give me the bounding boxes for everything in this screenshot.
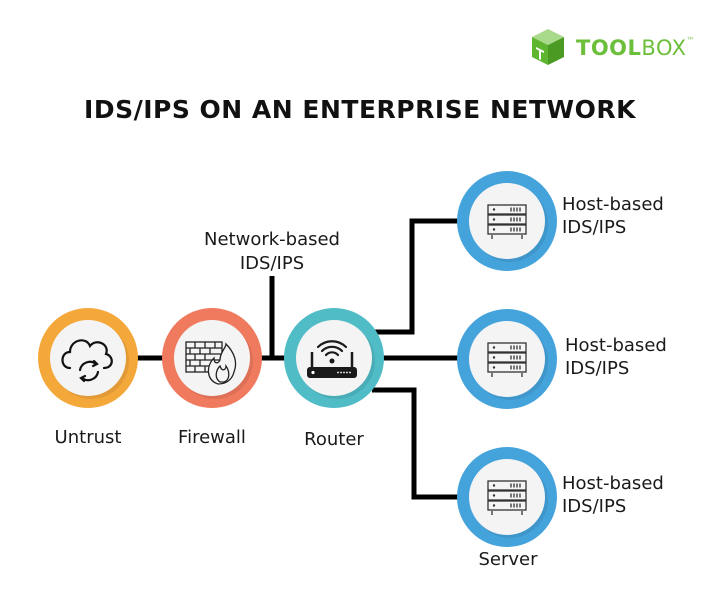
- label-host-3: Host-based IDS/IPS: [562, 472, 664, 518]
- server-rack-icon: [487, 204, 527, 239]
- host-2-line2: IDS/IPS: [565, 358, 630, 379]
- label-untrust: Untrust: [54, 427, 122, 448]
- node-untrust: [38, 308, 138, 408]
- label-host-2: Host-based IDS/IPS: [565, 334, 667, 380]
- brand-trademark: ™: [686, 36, 696, 45]
- host-3-line2: IDS/IPS: [562, 496, 627, 517]
- host-1-line2: IDS/IPS: [562, 217, 627, 238]
- label-router: Router: [304, 429, 364, 450]
- host-3-line1: Host-based: [562, 473, 664, 494]
- label-firewall: Firewall: [178, 427, 246, 448]
- server-rack-icon: [487, 342, 527, 377]
- node-router: [284, 308, 384, 408]
- node-firewall: [162, 308, 262, 408]
- firewall-icon: [185, 341, 237, 385]
- node-host-1: [457, 171, 557, 271]
- link-router-host3: [372, 387, 470, 500]
- page-title: IDS/IPS ON AN ENTERPRISE NETWORK: [84, 95, 636, 124]
- label-host-1: Host-based IDS/IPS: [562, 193, 664, 239]
- label-network-ids: Network-based IDS/IPS: [182, 228, 362, 276]
- node-host-2: [457, 309, 557, 409]
- node-host-3: [457, 447, 557, 547]
- wifi-router-icon: [307, 340, 357, 378]
- brand-name-light: BOX: [641, 36, 687, 60]
- cloud-sync-icon: [61, 339, 113, 383]
- toolbox-logo-icon: [528, 27, 568, 71]
- network-ids-line2: IDS/IPS: [239, 253, 305, 274]
- brand-name: TOOLBOX™: [576, 36, 695, 60]
- brand-name-bold: TOOL: [576, 36, 642, 60]
- link-router-host1: [368, 218, 470, 335]
- server-rack-icon: [487, 480, 527, 515]
- network-ids-line1: Network-based: [204, 229, 340, 250]
- host-1-line1: Host-based: [562, 194, 664, 215]
- label-server: Server: [478, 549, 538, 570]
- host-2-line1: Host-based: [565, 335, 667, 356]
